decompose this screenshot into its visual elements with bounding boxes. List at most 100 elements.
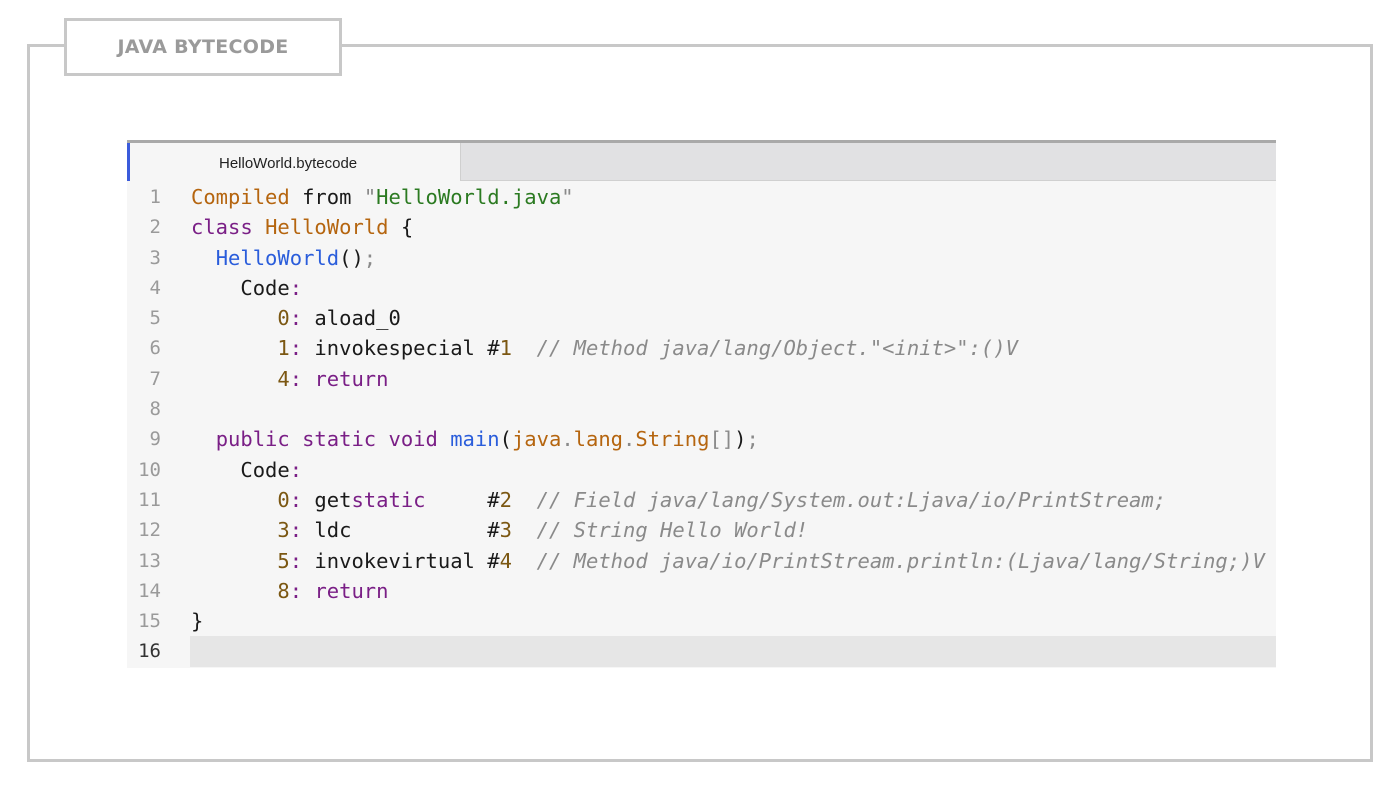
code-token: invokevirtual # — [302, 548, 500, 573]
code-token — [191, 367, 277, 391]
code-token — [438, 427, 450, 451]
code-token: static — [351, 487, 426, 512]
code-token: void — [388, 427, 438, 452]
code-line[interactable]: 16 — [127, 636, 1276, 667]
code-token: 8 — [277, 578, 290, 603]
code-token: lang — [573, 427, 624, 452]
code-token: 4 — [499, 548, 512, 573]
line-number: 7 — [149, 367, 161, 390]
code-token: HelloWorld.java — [376, 185, 562, 209]
code-token: HelloWorld — [215, 245, 340, 270]
line-number: 15 — [138, 610, 161, 633]
code-token: : — [289, 518, 303, 543]
code-text: 0: aload_0 — [191, 303, 401, 333]
code-line[interactable]: 12 3: ldc #3 // String Hello World! — [127, 515, 1276, 546]
code-token: ldc # — [302, 518, 500, 543]
code-token: : — [289, 275, 303, 300]
line-gutter — [127, 515, 190, 546]
code-token — [512, 549, 537, 573]
slide-frame — [27, 44, 1373, 762]
code-text: 0: getstatic #2 // Field java/lang/Syste… — [191, 485, 1166, 515]
code-token — [302, 579, 314, 603]
code-token: // String Hello World! — [536, 518, 809, 543]
line-number: 8 — [149, 398, 161, 421]
code-token: : — [289, 336, 303, 361]
code-line[interactable]: 11 0: getstatic #2 // Field java/lang/Sy… — [127, 484, 1276, 516]
code-text: 3: ldc #3 // String Hello World! — [191, 515, 808, 545]
code-token — [376, 427, 388, 451]
line-number: 1 — [149, 186, 161, 208]
code-line[interactable]: 10 Code: — [127, 454, 1276, 485]
code-line[interactable]: 4 Code: — [127, 272, 1276, 304]
code-token — [191, 336, 277, 360]
code-token — [191, 518, 277, 542]
code-line[interactable]: 7 4: return — [127, 363, 1276, 395]
line-gutter — [127, 424, 190, 455]
line-gutter — [127, 333, 190, 364]
line-number: 12 — [138, 519, 161, 542]
line-gutter — [127, 545, 190, 576]
code-token: " — [561, 185, 574, 209]
code-text: 1: invokespecial #1 // Method java/lang/… — [191, 333, 1018, 363]
code-token — [512, 488, 537, 512]
code-token: ( — [499, 427, 512, 452]
code-token: 3 — [277, 518, 290, 543]
code-token: # — [425, 487, 500, 512]
line-gutter — [127, 394, 190, 425]
code-token: . — [561, 427, 574, 452]
line-gutter — [127, 575, 190, 607]
code-token: . — [623, 427, 636, 452]
code-line[interactable]: 3 HelloWorld(); — [127, 242, 1276, 273]
line-gutter — [127, 212, 190, 243]
line-number: 2 — [149, 216, 161, 239]
code-line[interactable]: 15} — [127, 606, 1276, 637]
code-token: aload_0 — [302, 306, 401, 331]
editor-tab-helloworld-bytecode[interactable]: HelloWorld.bytecode — [127, 143, 461, 181]
line-gutter — [127, 454, 190, 485]
code-line[interactable]: 5 0: aload_0 — [127, 303, 1276, 334]
code-line[interactable]: 8 — [127, 394, 1276, 425]
line-number: 10 — [138, 458, 161, 481]
code-text: Code: — [191, 455, 302, 485]
code-token: class — [191, 215, 253, 240]
code-token — [253, 215, 265, 239]
code-line[interactable]: 13 5: invokevirtual #4 // Method java/io… — [127, 545, 1276, 576]
code-token: 0 — [277, 306, 290, 331]
line-gutter — [127, 242, 190, 273]
code-token: String — [635, 427, 710, 452]
code-token — [512, 336, 537, 360]
code-token: 4 — [277, 366, 290, 391]
code-token: 1 — [277, 336, 290, 361]
code-token: return — [314, 578, 389, 603]
slide-title: JAVA BYTECODE — [117, 36, 289, 58]
code-token — [290, 427, 302, 451]
line-gutter — [127, 484, 190, 516]
code-token: 3 — [499, 518, 512, 543]
code-token: Code — [191, 275, 290, 300]
code-line[interactable]: 9 public static void main(java.lang.Stri… — [127, 424, 1276, 455]
code-token: : — [289, 578, 303, 603]
code-token — [191, 306, 277, 330]
code-token: : — [289, 487, 303, 512]
code-line[interactable]: 14 8: return — [127, 575, 1276, 607]
code-line[interactable]: 6 1: invokespecial #1 // Method java/lan… — [127, 333, 1276, 364]
code-token: } — [191, 609, 204, 634]
line-gutter — [127, 636, 190, 667]
code-text: 4: return — [191, 364, 388, 394]
line-gutter — [127, 363, 190, 395]
code-token: get — [302, 487, 352, 512]
code-token: 1 — [499, 336, 512, 361]
code-token: : — [289, 457, 303, 482]
code-token: 2 — [499, 487, 512, 512]
line-gutter — [127, 606, 190, 637]
code-token — [191, 427, 216, 451]
line-gutter — [127, 303, 190, 334]
code-token — [512, 518, 537, 542]
line-number: 14 — [138, 579, 161, 602]
code-text: } — [191, 606, 203, 636]
line-number: 6 — [149, 337, 161, 360]
